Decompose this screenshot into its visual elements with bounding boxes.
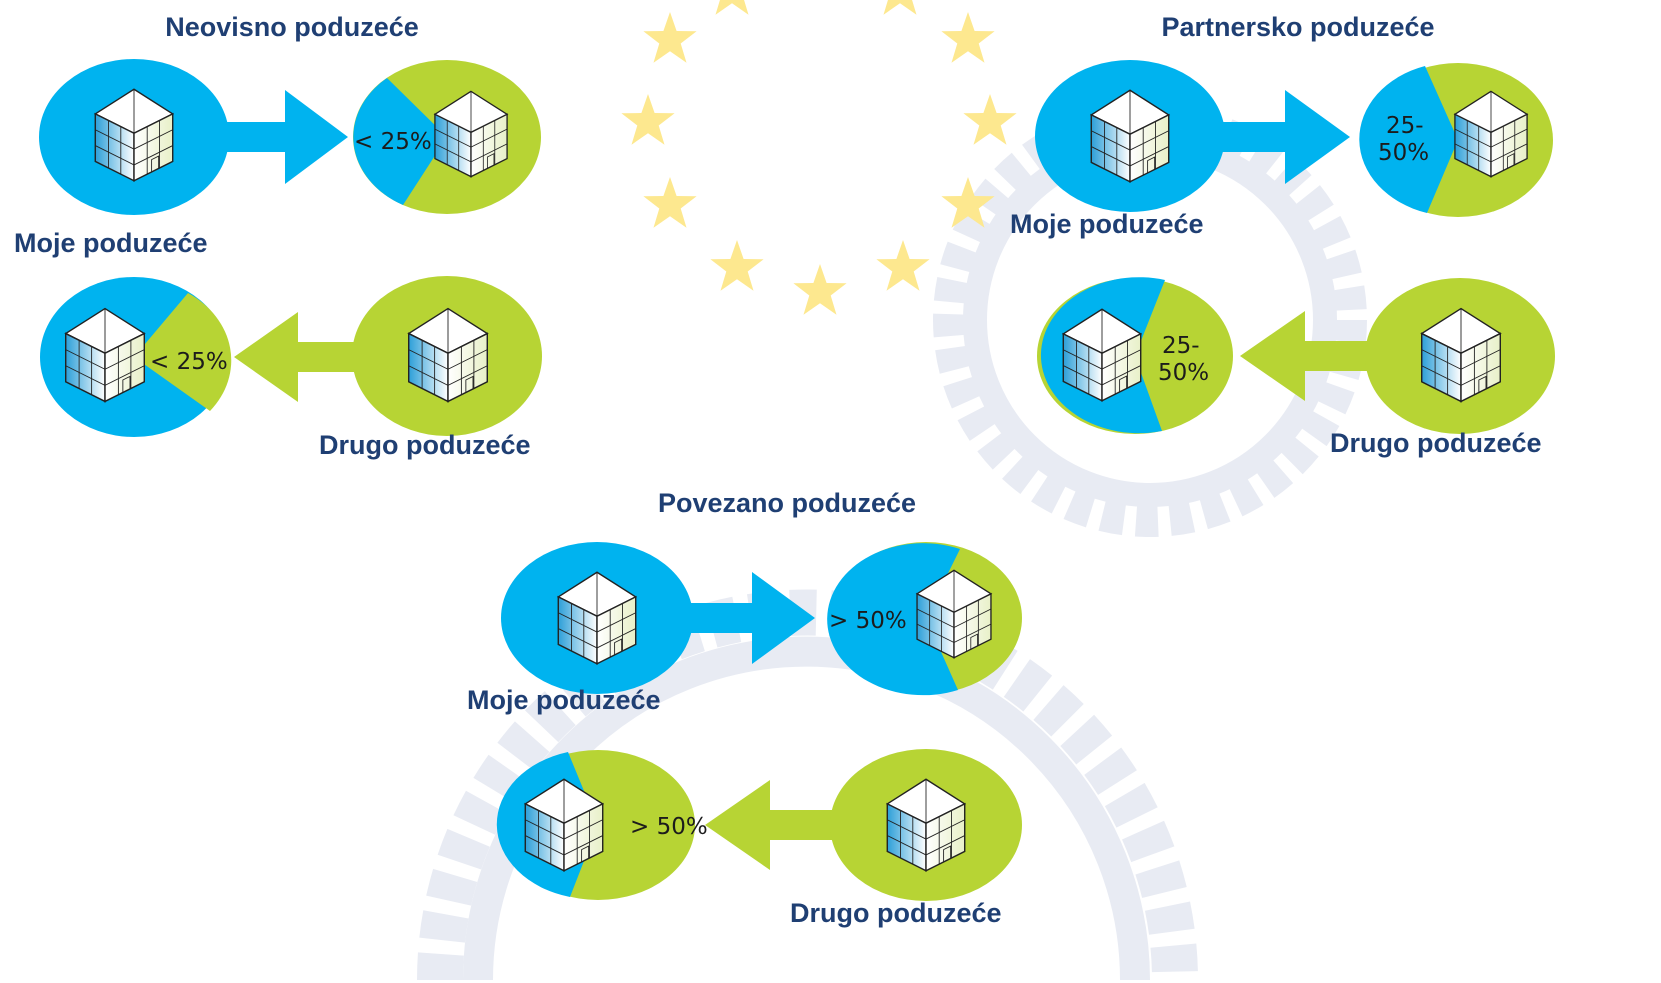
share-percent-label: < 25% (150, 349, 228, 375)
arrow-left-icon (1240, 311, 1370, 401)
share-percent-label: > 50% (829, 608, 907, 634)
arrow-right-icon (1220, 90, 1350, 184)
my-enterprise-node (501, 542, 693, 694)
owned-by-other-pie: > 50% (496, 750, 708, 900)
other-enterprise-label: Drugo poduzeće (319, 430, 531, 460)
pie-slice-owned (1359, 66, 1458, 213)
pie-slice-owned (827, 543, 960, 696)
other-enterprise-node (1365, 278, 1555, 434)
share-percent-label: 25- (1162, 333, 1200, 359)
owned-share-pie: > 50% (827, 542, 1022, 696)
other-enterprise-label: Drugo poduzeće (790, 898, 1002, 928)
partner-enterprise-section: Partnersko poduzeće 25- 50% Moje poduzeć… (1010, 12, 1555, 458)
share-percent-label: 50% (1378, 140, 1429, 166)
arrow-left-icon (234, 312, 358, 402)
my-enterprise-label: Moje poduzeće (14, 228, 208, 258)
linked-enterprise-section: Povezano poduzeće > 50% Moje poduzeće > … (467, 488, 1022, 928)
my-enterprise-node (1035, 60, 1225, 212)
section-title: Neovisno poduzeće (165, 12, 419, 42)
section-title: Partnersko poduzeće (1161, 12, 1434, 42)
share-percent-label: > 50% (630, 814, 708, 840)
my-enterprise-label: Moje poduzeće (1010, 209, 1204, 239)
other-enterprise-label: Drugo poduzeće (1330, 428, 1542, 458)
owned-share-pie: 25- 50% (1359, 63, 1553, 217)
my-enterprise-node (39, 59, 229, 215)
other-enterprise-node (830, 749, 1022, 901)
section-title: Povezano poduzeće (658, 488, 916, 518)
share-percent-label: 25- (1386, 113, 1424, 139)
pie-slice-owned (134, 293, 232, 411)
other-enterprise-node (352, 276, 542, 436)
owned-share-pie: < 25% (353, 60, 541, 214)
owned-by-other-pie: 25- 50% (1037, 277, 1233, 434)
pie-slice-owned (353, 78, 447, 205)
my-enterprise-label: Moje poduzeće (467, 685, 661, 715)
owned-by-other-pie: < 25% (40, 277, 232, 437)
arrow-left-icon (705, 780, 832, 870)
share-percent-label: < 25% (354, 129, 432, 155)
arrow-right-icon (222, 90, 348, 184)
share-percent-label: 50% (1158, 360, 1209, 386)
arrow-right-icon (690, 572, 815, 664)
independent-enterprise-section: Neovisno poduzeće < 25% Moje poduzeće < … (14, 12, 542, 460)
